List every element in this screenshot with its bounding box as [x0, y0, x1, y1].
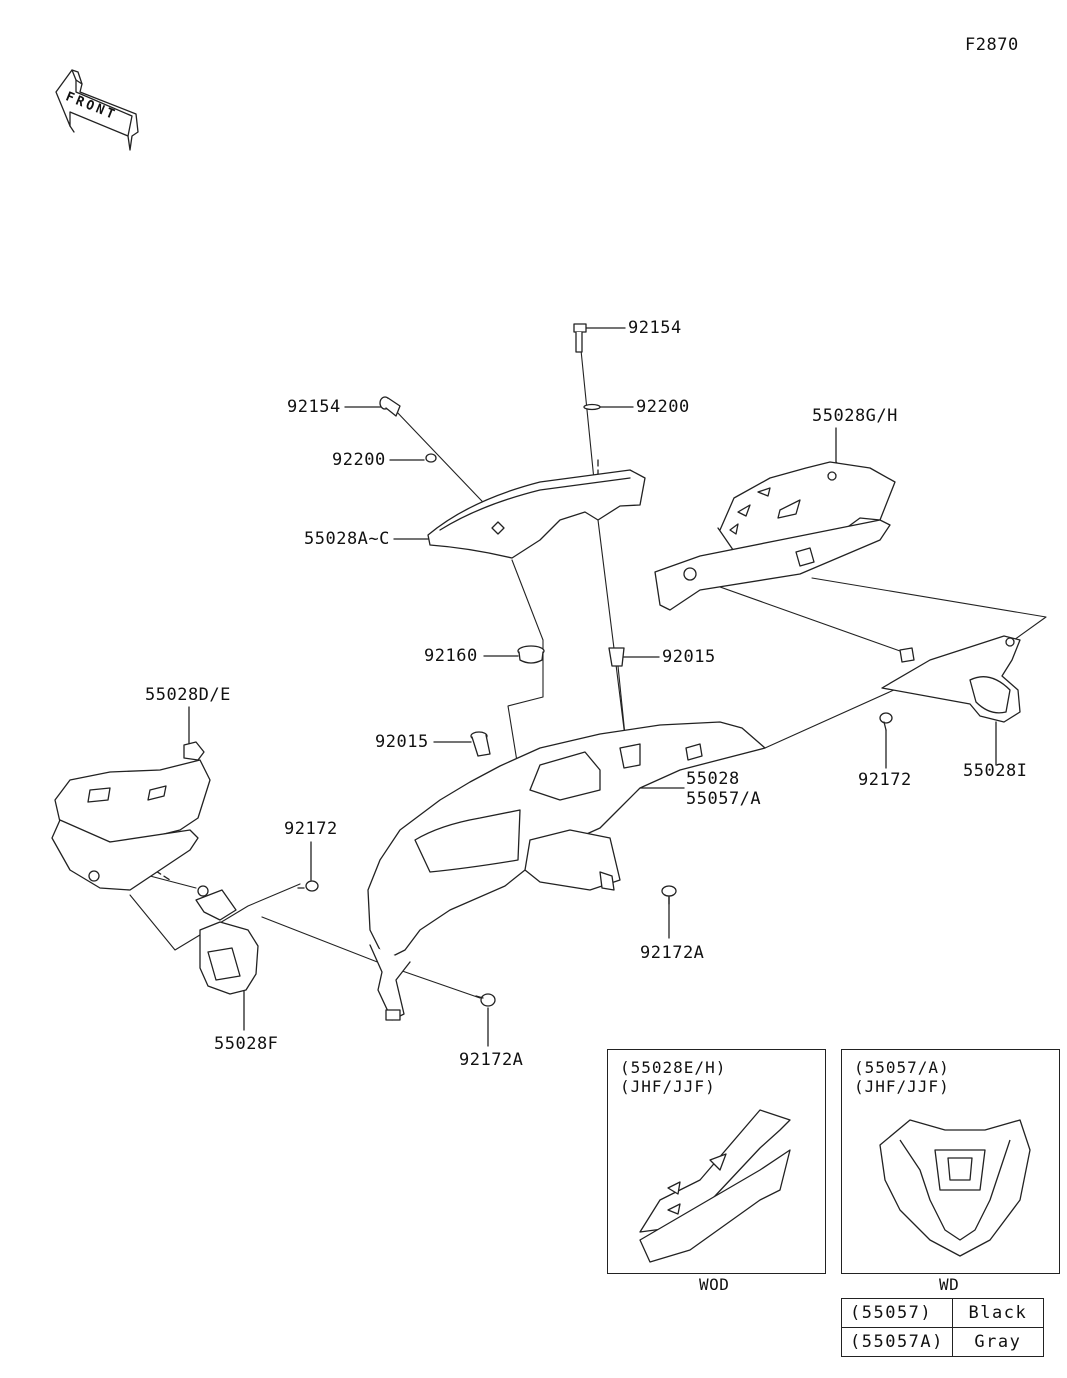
inset-wod-title: (55028E/H) (JHF/JJF) [620, 1058, 727, 1096]
label-55028F: 55028F [214, 1034, 279, 1054]
label-92154-left: 92154 [287, 397, 341, 417]
label-92160: 92160 [424, 646, 478, 666]
figure-id: F2870 [965, 35, 1019, 55]
bolt-92154-top [573, 323, 587, 353]
label-55028AC: 55028A~C [304, 529, 390, 549]
label-55028I: 55028I [963, 761, 1028, 781]
inset-wd-title: (55057/A) (JHF/JJF) [854, 1058, 950, 1096]
label-55028: 55028 [686, 769, 740, 789]
color-table-row: (55057A) Gray [841, 1327, 1044, 1357]
signal-55028F [195, 885, 259, 995]
screw-92172A-bottom [475, 993, 496, 1007]
color-table: (55057) Black (55057A) Gray [841, 1298, 1044, 1357]
label-92200-top: 92200 [636, 397, 690, 417]
label-55028DE: 55028D/E [145, 685, 231, 705]
screw-92172A-right [661, 885, 677, 905]
screw-92172-left [297, 880, 319, 892]
upper-cover-55028A-C [427, 469, 646, 559]
signal-55028I [881, 635, 1021, 723]
front-arrow-icon [55, 69, 139, 151]
washer-92200-top [583, 403, 601, 411]
label-55057A: 55057/A [686, 789, 762, 809]
front-cowl-55028 [367, 721, 766, 1021]
label-92015-right: 92015 [662, 647, 716, 667]
washer-92200-left [425, 453, 437, 463]
label-92172A-right: 92172A [640, 943, 705, 963]
grommet-92160 [517, 645, 545, 664]
label-92200-left: 92200 [332, 450, 386, 470]
label-92172-right: 92172 [858, 770, 912, 790]
bolt-92154-left [379, 396, 401, 417]
label-92172-left: 92172 [284, 819, 338, 839]
label-55028GH: 55028G/H [812, 406, 898, 426]
label-92154-top: 92154 [628, 318, 682, 338]
inset-wd-caption: WD [939, 1275, 960, 1294]
nut-92015-left [470, 731, 491, 757]
label-92015-left: 92015 [375, 732, 429, 752]
side-cover-55028G-H [654, 461, 896, 611]
color-part: (55057) [841, 1298, 953, 1328]
inset-wod: (55028E/H) (JHF/JJF) [607, 1049, 826, 1274]
color-table-row: (55057) Black [841, 1298, 1044, 1328]
color-part: (55057A) [841, 1327, 953, 1357]
screw-92172-right [879, 712, 893, 731]
leader-55028GH [835, 427, 843, 469]
inset-wd: (55057/A) (JHF/JJF) [841, 1049, 1060, 1274]
nut-92015-right [608, 647, 625, 667]
color-name: Black [951, 1298, 1044, 1328]
color-name: Gray [951, 1327, 1044, 1357]
inset-wod-caption: WOD [699, 1275, 730, 1294]
side-cover-55028D-E [51, 741, 211, 891]
label-92172A-bottom: 92172A [459, 1050, 524, 1070]
